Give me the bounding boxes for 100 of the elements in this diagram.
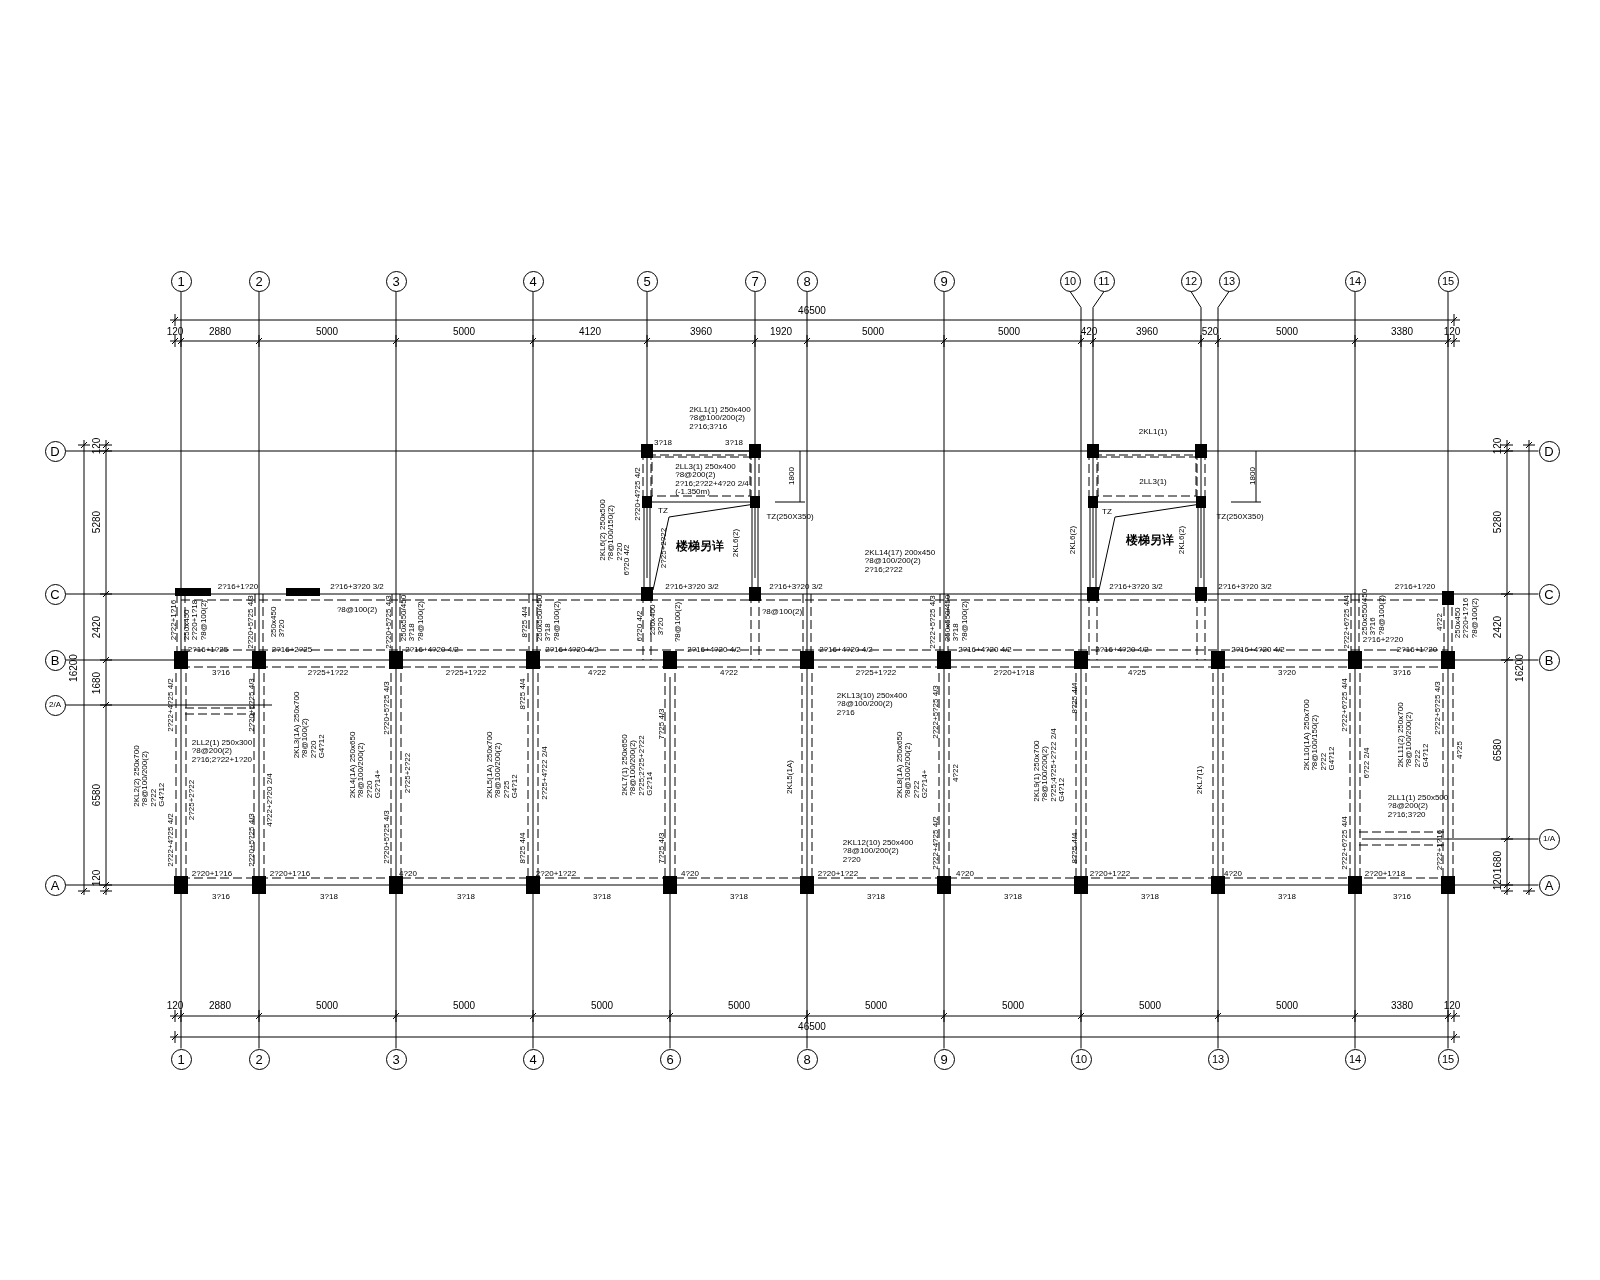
grid-line [180, 291, 182, 1049]
rebar-annotation: 2KL5(1A) [785, 760, 795, 794]
dimension-text: 16200 [1514, 654, 1526, 682]
dimension-text: 5280 [1492, 510, 1504, 534]
axis-bubble: 13 [1218, 270, 1240, 292]
dimension-text: 2880 [208, 1000, 232, 1012]
rebar-annotation: 2?16+3?20 3/2 [665, 582, 719, 592]
dimension-text: 5000 [1275, 1000, 1299, 1012]
dimension-text: 2420 [1492, 615, 1504, 639]
dimension-text: 120 [1492, 437, 1504, 455]
rebar-annotation: 250x450 2?20+1?18 ?8@100(2) [183, 599, 209, 641]
rebar-annotation: 2KL10(1A) 250x700 ?8@100/150(2) 2?22 G4?12 [1303, 699, 1337, 771]
rebar-annotation: 2?20+5?25 4/3 [384, 595, 394, 649]
dimension-text: 3380 [1390, 1000, 1414, 1012]
dimension-text: 5000 [1001, 1000, 1025, 1012]
grid-line [65, 450, 1539, 452]
axis-bubble: 8 [796, 270, 818, 292]
rebar-annotation: 2?16+1?20 [1396, 645, 1438, 655]
dimension-text: 120 [1443, 326, 1461, 338]
axis-bubble: 6 [659, 1048, 681, 1070]
rebar-annotation: 2LL3(1) [1139, 477, 1167, 487]
rebar-annotation: 2LL1(1) 250x500 ?8@200(2) 2?16;3?20 [1387, 794, 1449, 820]
rebar-annotation: 2?25+1?22 [855, 668, 897, 678]
dimension-text: 5000 [1138, 1000, 1162, 1012]
rebar-annotation: 2?22+5?25 4/3 [931, 685, 941, 739]
rebar-annotation: 1800 [787, 467, 797, 485]
axis-bubble: A [44, 874, 66, 896]
dimension-text: 120 [1443, 1000, 1461, 1012]
rebar-annotation: 2KL7(1) 250x650 ?8@100/200(2) 2?25;2?25+2?22 G2?14 [621, 734, 655, 796]
rebar-annotation: 3?16 [1393, 892, 1411, 902]
rebar-annotation: 3?18 [1141, 892, 1159, 902]
rebar-annotation: 8?25 4/4 [1070, 682, 1080, 714]
rebar-annotation: 2?16+3?20 3/2 [330, 582, 384, 592]
rebar-annotation: 2?20+5?25 4/3 [247, 813, 257, 867]
rebar-annotation: 1800 [1248, 467, 1258, 485]
rebar-annotation: 2KL3(1A) 250x700 ?8@100(2) 2?20 G4?12 [293, 691, 327, 759]
rebar-annotation: 2?16+3?20 3/2 [1218, 582, 1272, 592]
grid-line [395, 291, 397, 1049]
rebar-annotation: 3?20 [1278, 668, 1296, 678]
rebar-annotation: 2?20+5?25 4/3 [382, 810, 392, 864]
rebar-annotation: 3?18 [654, 438, 672, 448]
rebar-annotation: 3?16 [212, 892, 230, 902]
axis-bubble: B [1538, 649, 1560, 671]
rebar-annotation: 2?25+1?22 [307, 668, 349, 678]
axis-bubble: 11 [1093, 270, 1115, 292]
axis-bubble: 5 [636, 270, 658, 292]
rebar-annotation: 2?16+4?20 4/2 [958, 645, 1012, 655]
rebar-annotation: 2?20+1?18 [993, 668, 1035, 678]
rebar-annotation: 2?20+1?16 [269, 869, 311, 879]
rebar-annotation: 2KL6(2) [1068, 525, 1078, 555]
axis-bubble: D [44, 440, 66, 462]
dimension-text: 5000 [452, 1000, 476, 1012]
rebar-annotation: 2?20+1?22 [1089, 869, 1131, 879]
rebar-annotation: 3?18 [593, 892, 611, 902]
dimension-text: 420 [1080, 326, 1098, 338]
rebar-annotation: 2LL2(1) 250x300 ?8@200(2) 2?16;2?22+1?20 [191, 739, 253, 765]
grid-line [669, 676, 671, 1049]
axis-bubble: 3 [385, 1048, 407, 1070]
rebar-annotation: 2KL8(1A) 250x650 ?8@100/200(2) 2?22 G2?14+ [896, 731, 930, 799]
dimension-text: 1920 [769, 326, 793, 338]
grid-line [646, 291, 648, 579]
note-text: 楼梯另详 [1126, 533, 1174, 547]
rebar-annotation: 3?18 [725, 438, 743, 448]
axis-bubble: A [1538, 874, 1560, 896]
dimension-text: 520 [1201, 326, 1219, 338]
rebar-annotation: 2KL14(17) 200x450 ?8@100/200(2) 2?16;2?22 [864, 549, 936, 575]
axis-bubble: 4 [522, 1048, 544, 1070]
dimension-text: 120 [91, 869, 103, 887]
rebar-annotation: 2?25+2?22 [187, 779, 197, 821]
dimension-text: 6580 [1492, 738, 1504, 762]
dimension-text: 5000 [452, 326, 476, 338]
rebar-annotation: 6?22 2/4 [1362, 747, 1372, 779]
rebar-annotation: TZ [1102, 507, 1112, 517]
axis-bubble: 10 [1059, 270, 1081, 292]
dimension-text: 46500 [798, 1021, 826, 1033]
grid-line [65, 704, 273, 706]
rebar-annotation: 2?25+2?22 [403, 752, 413, 794]
rebar-annotation: 7?25 4/3 [657, 708, 667, 740]
axis-bubble: B [44, 649, 66, 671]
dimension-text: 16200 [68, 654, 80, 682]
grid-line [1092, 291, 1105, 579]
rebar-annotation: 4?20 [1224, 869, 1242, 879]
grid-line [65, 593, 1539, 595]
rebar-annotation: 2?20+1?22 [535, 869, 577, 879]
axis-bubble: D [1538, 440, 1560, 462]
dimension-text: 5000 [864, 1000, 888, 1012]
rebar-annotation: 2?20+5?25 4/3 [247, 678, 257, 732]
rebar-annotation: 2?16+4?20 4/2 [687, 645, 741, 655]
rebar-annotation: 2?16+4?20 4/2 [405, 645, 459, 655]
rebar-annotation: ?8@100(2) [673, 601, 683, 643]
rebar-annotation: 3?18 [1278, 892, 1296, 902]
rebar-annotation: 4?22+2?20 2/4 [265, 773, 275, 827]
rebar-annotation: 2KL1(1) 250x400 ?8@100/200(2) 2?16;3?16 [689, 406, 751, 432]
rebar-annotation: 2?22+1?16 [169, 599, 179, 641]
rebar-annotation: 6?20 4/2 [622, 544, 632, 576]
rebar-annotation: 2?16+4?20 4/2 [1095, 645, 1149, 655]
rebar-annotation: 4?20 [399, 869, 417, 879]
grid-line [532, 291, 534, 1049]
dimension-text: 5000 [1275, 326, 1299, 338]
rebar-annotation: 2?22+5?25 4/3 [928, 595, 938, 649]
